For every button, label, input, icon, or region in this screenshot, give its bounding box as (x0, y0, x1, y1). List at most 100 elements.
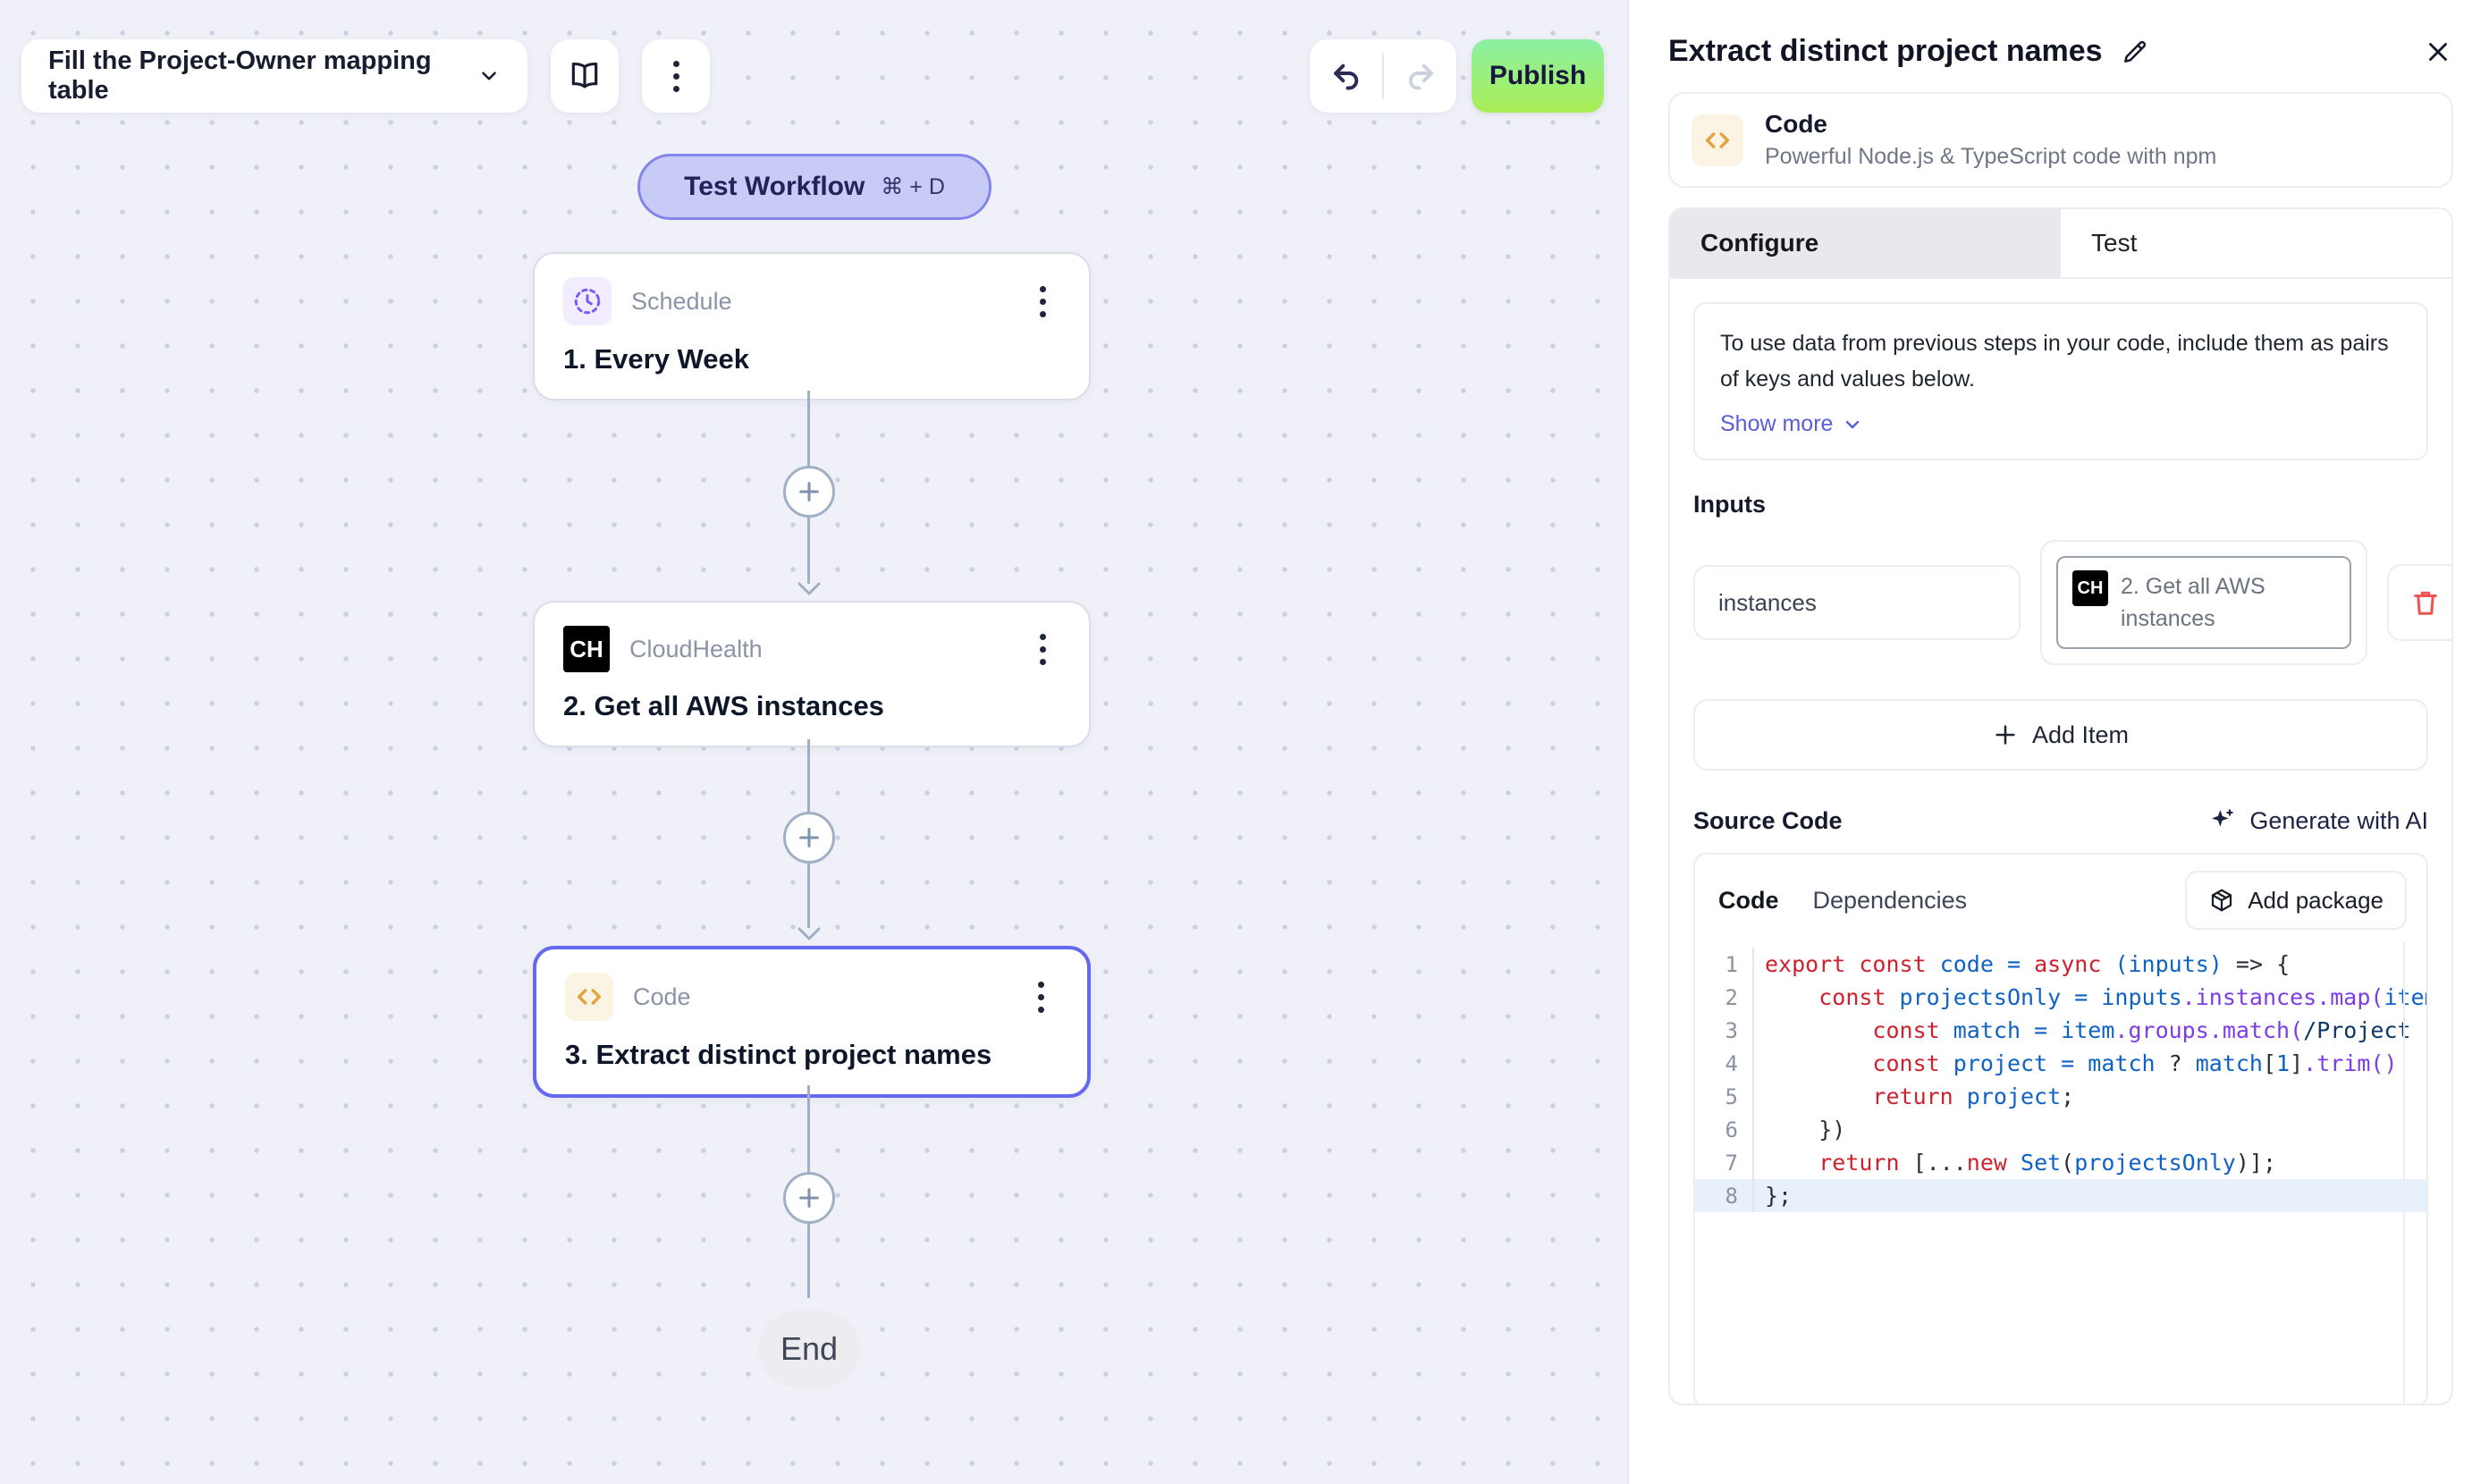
tab-configure[interactable]: Configure (1670, 209, 2061, 277)
end-label: End (780, 1330, 839, 1367)
connector-line (807, 1085, 810, 1172)
tab-bar: Configure Test (1670, 209, 2451, 279)
plus-icon (799, 1188, 819, 1208)
undo-button[interactable] (1310, 39, 1382, 113)
plus-icon (799, 828, 819, 847)
code-line[interactable]: 6 }) (1695, 1113, 2426, 1146)
code-line[interactable]: 1 export const code = async (inputs) => { (1695, 948, 2426, 981)
chevron-down-icon (1846, 420, 1860, 428)
undo-icon (1333, 63, 1358, 90)
close-icon (2429, 42, 2447, 61)
connector-line (807, 864, 810, 928)
node-cloudhealth[interactable]: CH CloudHealth 2. Get all AWS instances (533, 601, 1091, 747)
pencil-icon (2123, 40, 2146, 63)
step-reference-chip[interactable]: CH 2. Get all AWS instances (2056, 556, 2351, 649)
app-name: Code (1765, 110, 1827, 138)
info-text: To use data from previous steps in your … (1720, 331, 2389, 392)
divider (1382, 53, 1384, 99)
workflow-canvas[interactable]: Fill the Project-Owner mapping table Pub… (0, 0, 1627, 1484)
close-panel-button[interactable] (2423, 37, 2453, 67)
cloudhealth-logo-icon: CH (2072, 570, 2108, 606)
code-brackets-icon (1692, 114, 1743, 166)
code-line[interactable]: 5 return project; (1695, 1080, 2426, 1113)
line-number: 1 (1695, 948, 1754, 981)
step-app-card[interactable]: Code Powerful Node.js & TypeScript code … (1668, 92, 2453, 188)
show-more-link[interactable]: Show more (1720, 411, 2401, 437)
kebab-menu-icon (658, 55, 694, 97)
add-step-button[interactable] (783, 812, 835, 864)
test-workflow-button[interactable]: Test Workflow ⌘ + D (637, 154, 991, 220)
node-code[interactable]: Code 3. Extract distinct project names (533, 946, 1091, 1098)
node-schedule[interactable]: Schedule 1. Every Week (533, 252, 1091, 401)
workflow-selector-label: Fill the Project-Owner mapping table (48, 46, 432, 105)
workflow-selector-dropdown[interactable]: Fill the Project-Owner mapping table (21, 39, 527, 113)
end-node: End (758, 1311, 860, 1387)
code-line[interactable]: 3 const match = item.groups.match(/Proje… (1695, 1014, 2426, 1047)
history-buttons (1310, 39, 1456, 113)
workflow-menu-button[interactable] (642, 39, 710, 113)
trash-icon (2414, 591, 2437, 615)
node-app-label: CloudHealth (629, 635, 763, 662)
code-text: export const code = async (inputs) => { (1765, 951, 2291, 977)
schedule-clock-icon (563, 277, 612, 325)
node-menu-button[interactable] (1025, 281, 1060, 323)
code-text: return project; (1872, 1083, 2075, 1109)
delete-input-button[interactable] (2387, 564, 2451, 641)
guide-button[interactable] (551, 39, 619, 113)
editor-tab-dependencies[interactable]: Dependencies (1812, 886, 1968, 914)
code-line[interactable]: 7 return [...new Set(projectsOnly)]; (1695, 1146, 2426, 1179)
add-package-button[interactable]: Add package (2185, 871, 2407, 930)
plus-icon (799, 482, 819, 502)
arrowhead-icon (797, 926, 822, 942)
publish-label: Publish (1489, 61, 1587, 90)
code-line[interactable]: 8}; (1695, 1179, 2426, 1212)
connector-line (807, 739, 810, 812)
code-text: }) (1765, 1117, 1846, 1143)
node-app-label: Schedule (631, 287, 732, 315)
code-text: const match = item.groups.match(/Project (1872, 1017, 2411, 1043)
add-item-button[interactable]: Add Item (1693, 699, 2428, 771)
line-number: 6 (1695, 1113, 1754, 1146)
node-menu-button[interactable] (1023, 976, 1059, 1018)
sparkle-icon (2212, 809, 2234, 827)
add-step-button[interactable] (783, 466, 835, 518)
code-text: }; (1765, 1183, 1793, 1209)
step-config-panel: Extract distinct project names Code Powe… (1627, 0, 2489, 1484)
input-row: CH 2. Get all AWS instances (1693, 540, 2451, 665)
input-key-field[interactable] (1693, 565, 2021, 640)
line-number: 2 (1695, 981, 1754, 1014)
editor-tab-code[interactable]: Code (1718, 886, 1779, 914)
input-value-field[interactable]: CH 2. Get all AWS instances (2040, 540, 2367, 665)
add-item-label: Add Item (2031, 721, 2130, 748)
publish-button[interactable]: Publish (1472, 39, 1604, 113)
edit-title-button[interactable] (2121, 38, 2149, 66)
node-app-label: Code (633, 982, 691, 1010)
connector-line (807, 518, 810, 584)
code-editor: Code Dependencies Add package 1 export co… (1693, 853, 2428, 1404)
test-workflow-label: Test Workflow (684, 172, 865, 201)
tab-test[interactable]: Test (2061, 209, 2451, 277)
cloudhealth-logo-icon: CH (563, 626, 610, 672)
editor-scrollbar[interactable] (2403, 942, 2405, 1404)
code-line[interactable]: 4 const project = match ? match[1].trim(… (1695, 1047, 2426, 1080)
node-title: 3. Extract distinct project names (565, 1039, 992, 1070)
node-title: 2. Get all AWS instances (563, 690, 884, 721)
node-menu-button[interactable] (1025, 628, 1060, 670)
code-line[interactable]: 2 const projectsOnly = inputs.instances.… (1695, 981, 2426, 1014)
test-workflow-shortcut: ⌘ + D (881, 174, 945, 199)
generate-with-ai-button[interactable]: Generate with AI (2208, 806, 2428, 835)
step-reference-label: 2. Get all AWS instances (2121, 574, 2265, 631)
add-step-button[interactable] (783, 1172, 835, 1224)
redo-button[interactable] (1384, 39, 1456, 113)
app-description: Powerful Node.js & TypeScript code with … (1765, 144, 2217, 169)
code-text: const project = match ? match[1].trim() (1872, 1050, 2398, 1076)
add-package-label: Add package (2248, 886, 2384, 914)
line-number: 3 (1695, 1014, 1754, 1047)
show-more-label: Show more (1720, 411, 1834, 436)
line-number: 8 (1695, 1179, 1754, 1212)
code-editor-body[interactable]: 1 export const code = async (inputs) => {… (1695, 942, 2426, 1404)
connector-line (807, 391, 810, 466)
chevron-down-icon (477, 64, 501, 88)
code-text: const projectsOnly = inputs.instances.ma… (1818, 984, 2426, 1010)
code-brackets-icon (565, 973, 613, 1021)
